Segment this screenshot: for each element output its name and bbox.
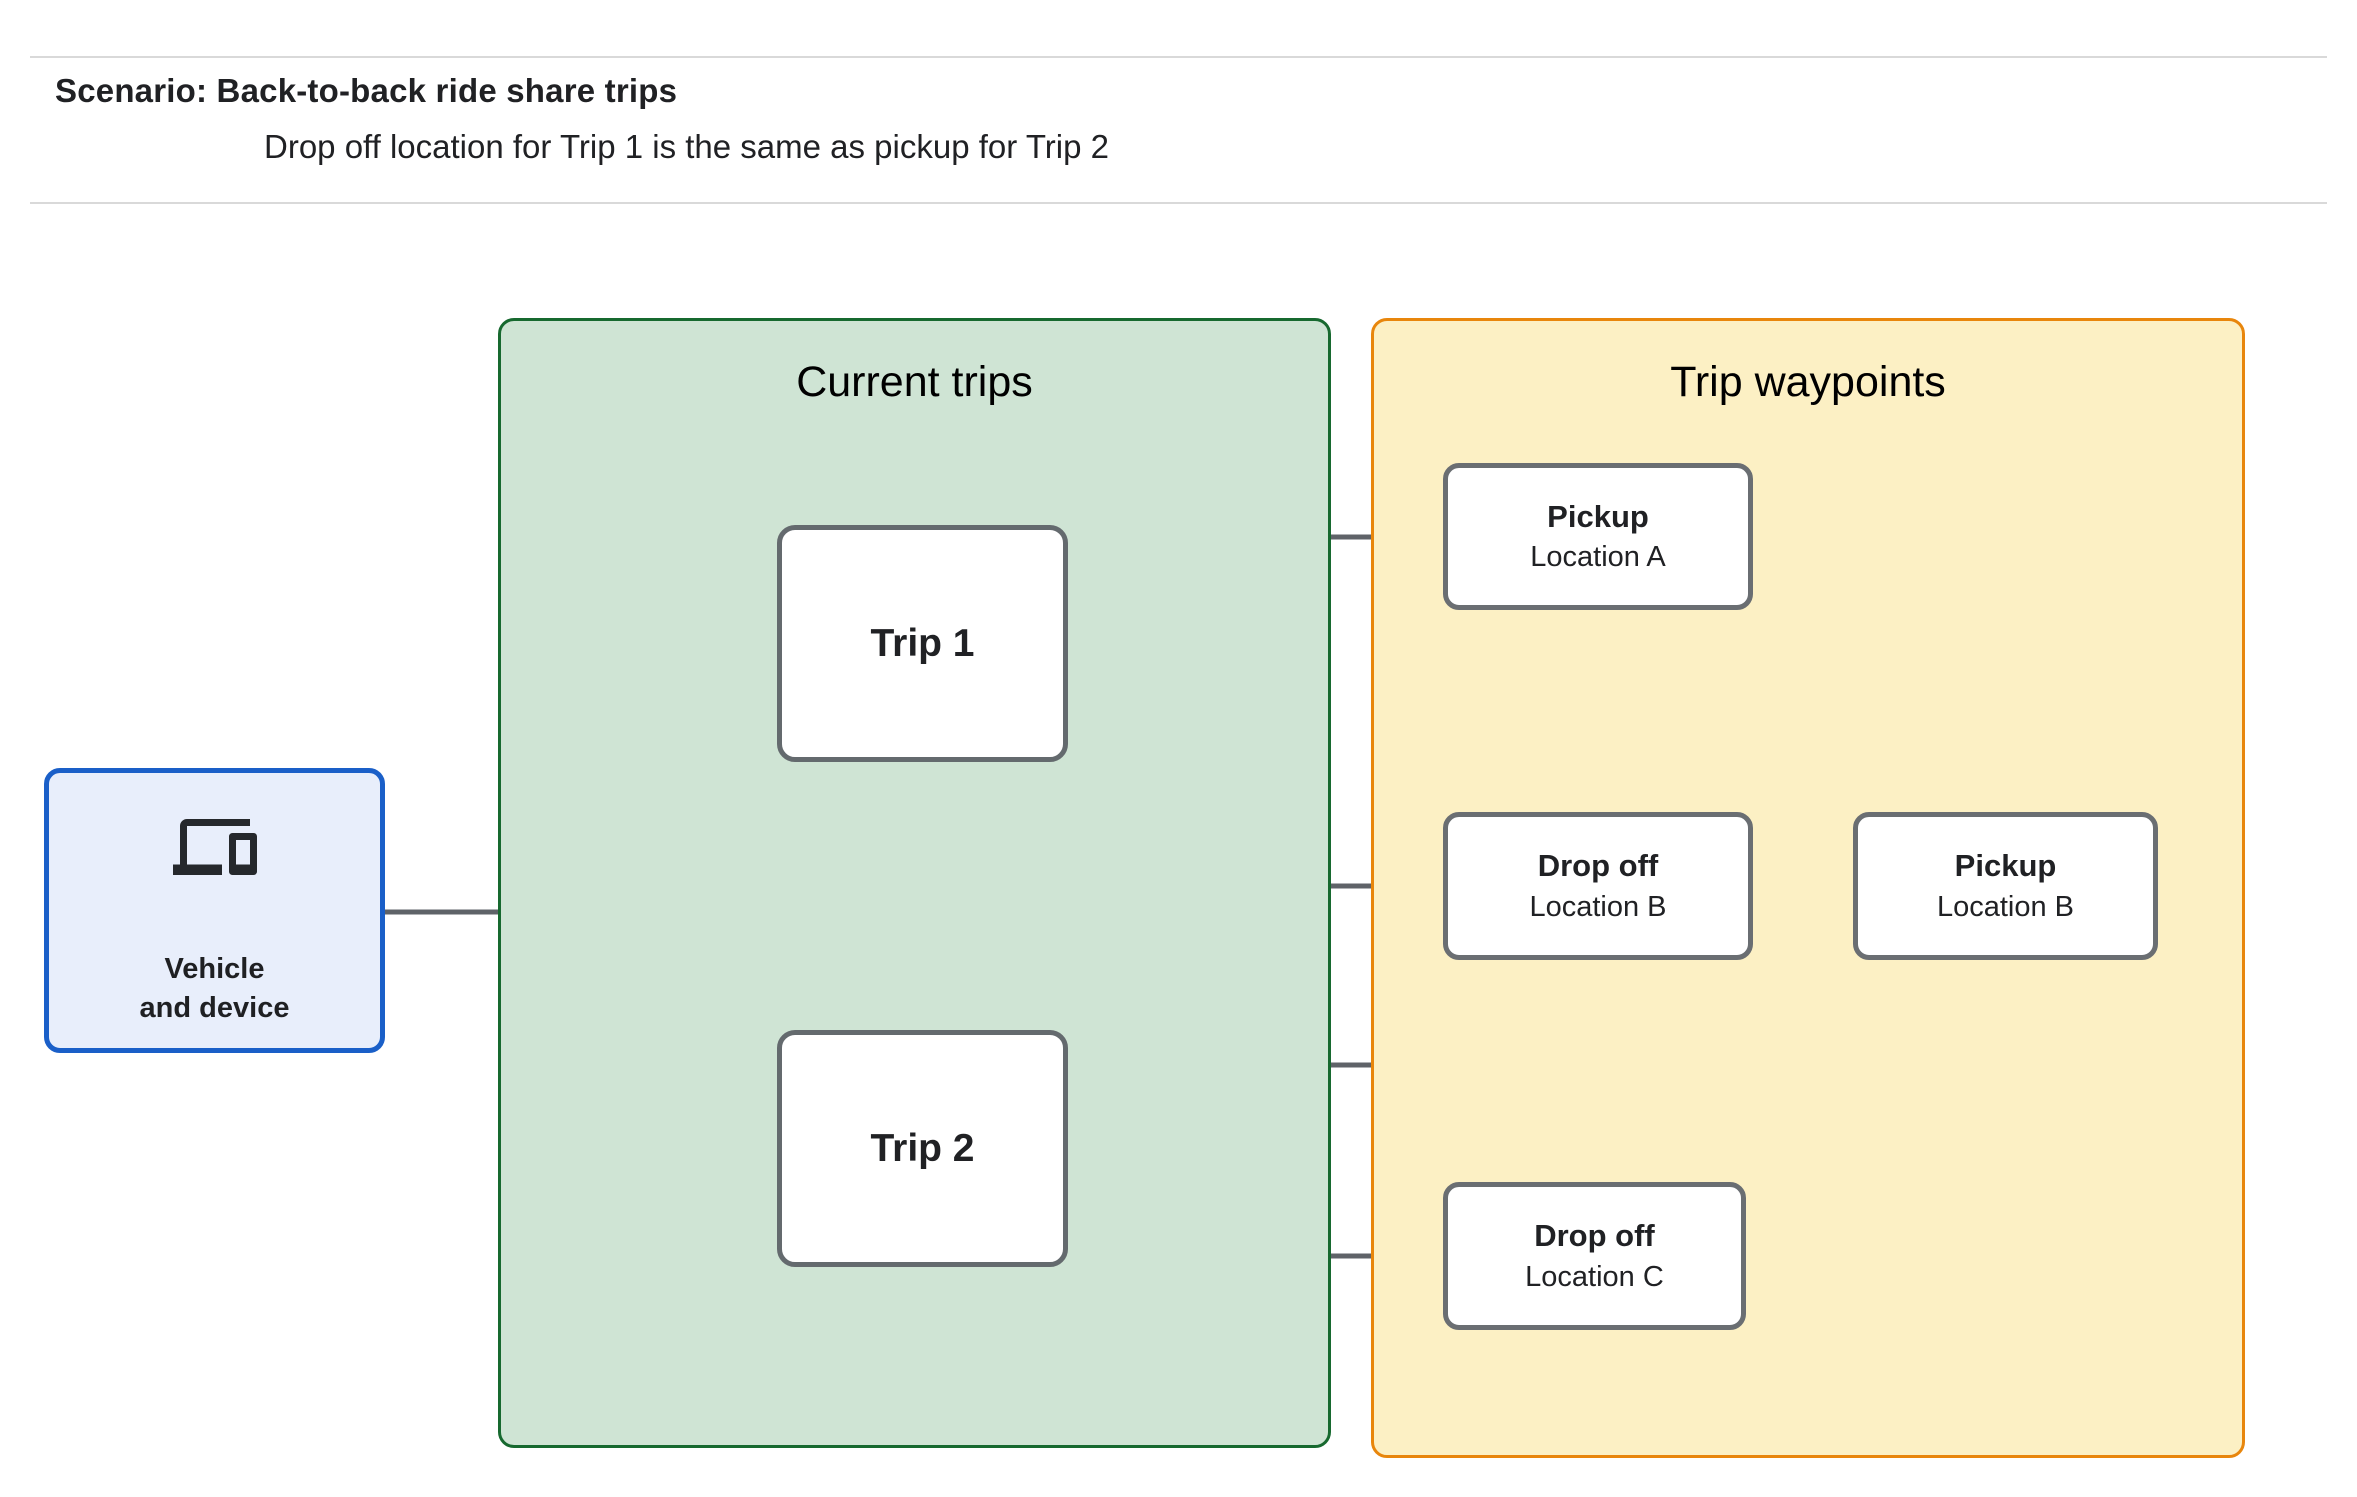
- page-subtitle: Drop off location for Trip 1 is the same…: [264, 128, 1109, 165]
- dropoff-c-title: Drop off: [1534, 1218, 1655, 1253]
- dropoff-c-location: Location C: [1525, 1260, 1664, 1293]
- trip-1-label: Trip 1: [870, 621, 975, 665]
- dropoff-location-c-node: Drop off Location C: [1443, 1182, 1746, 1330]
- dropoff-b-title: Drop off: [1537, 848, 1659, 883]
- trip-waypoints-title: Trip waypoints: [1670, 358, 1946, 406]
- current-trips-title: Current trips: [796, 358, 1033, 406]
- trip-2-label: Trip 2: [870, 1126, 975, 1170]
- vehicle-and-device-node: Vehicle and device: [44, 768, 385, 1053]
- vehicle-label: Vehicle and device: [140, 950, 290, 1027]
- pickup-location-a-node: Pickup Location A: [1443, 463, 1753, 610]
- vehicle-label-line2: and device: [139, 991, 290, 1024]
- dropoff-location-b-node: Drop off Location B: [1443, 812, 1753, 960]
- header-divider-bottom: [30, 202, 2327, 204]
- dropoff-b-location: Location B: [1529, 890, 1667, 923]
- pickup-a-title: Pickup: [1547, 498, 1649, 534]
- current-trips-group: Current trips: [498, 318, 1331, 1448]
- pickup-b-location: Location B: [1936, 890, 2075, 923]
- pickup-location-b-node: Pickup Location B: [1853, 812, 2158, 960]
- pickup-b-title: Pickup: [1954, 848, 2057, 883]
- page-title: Scenario: Back-to-back ride share trips: [55, 72, 678, 109]
- trip-1-node: Trip 1: [777, 525, 1068, 762]
- header-divider-top: [30, 56, 2327, 58]
- devices-icon: [172, 819, 257, 875]
- vehicle-label-line1: Vehicle: [164, 953, 265, 985]
- pickup-a-location: Location A: [1530, 541, 1666, 574]
- trip-2-node: Trip 2: [777, 1030, 1068, 1267]
